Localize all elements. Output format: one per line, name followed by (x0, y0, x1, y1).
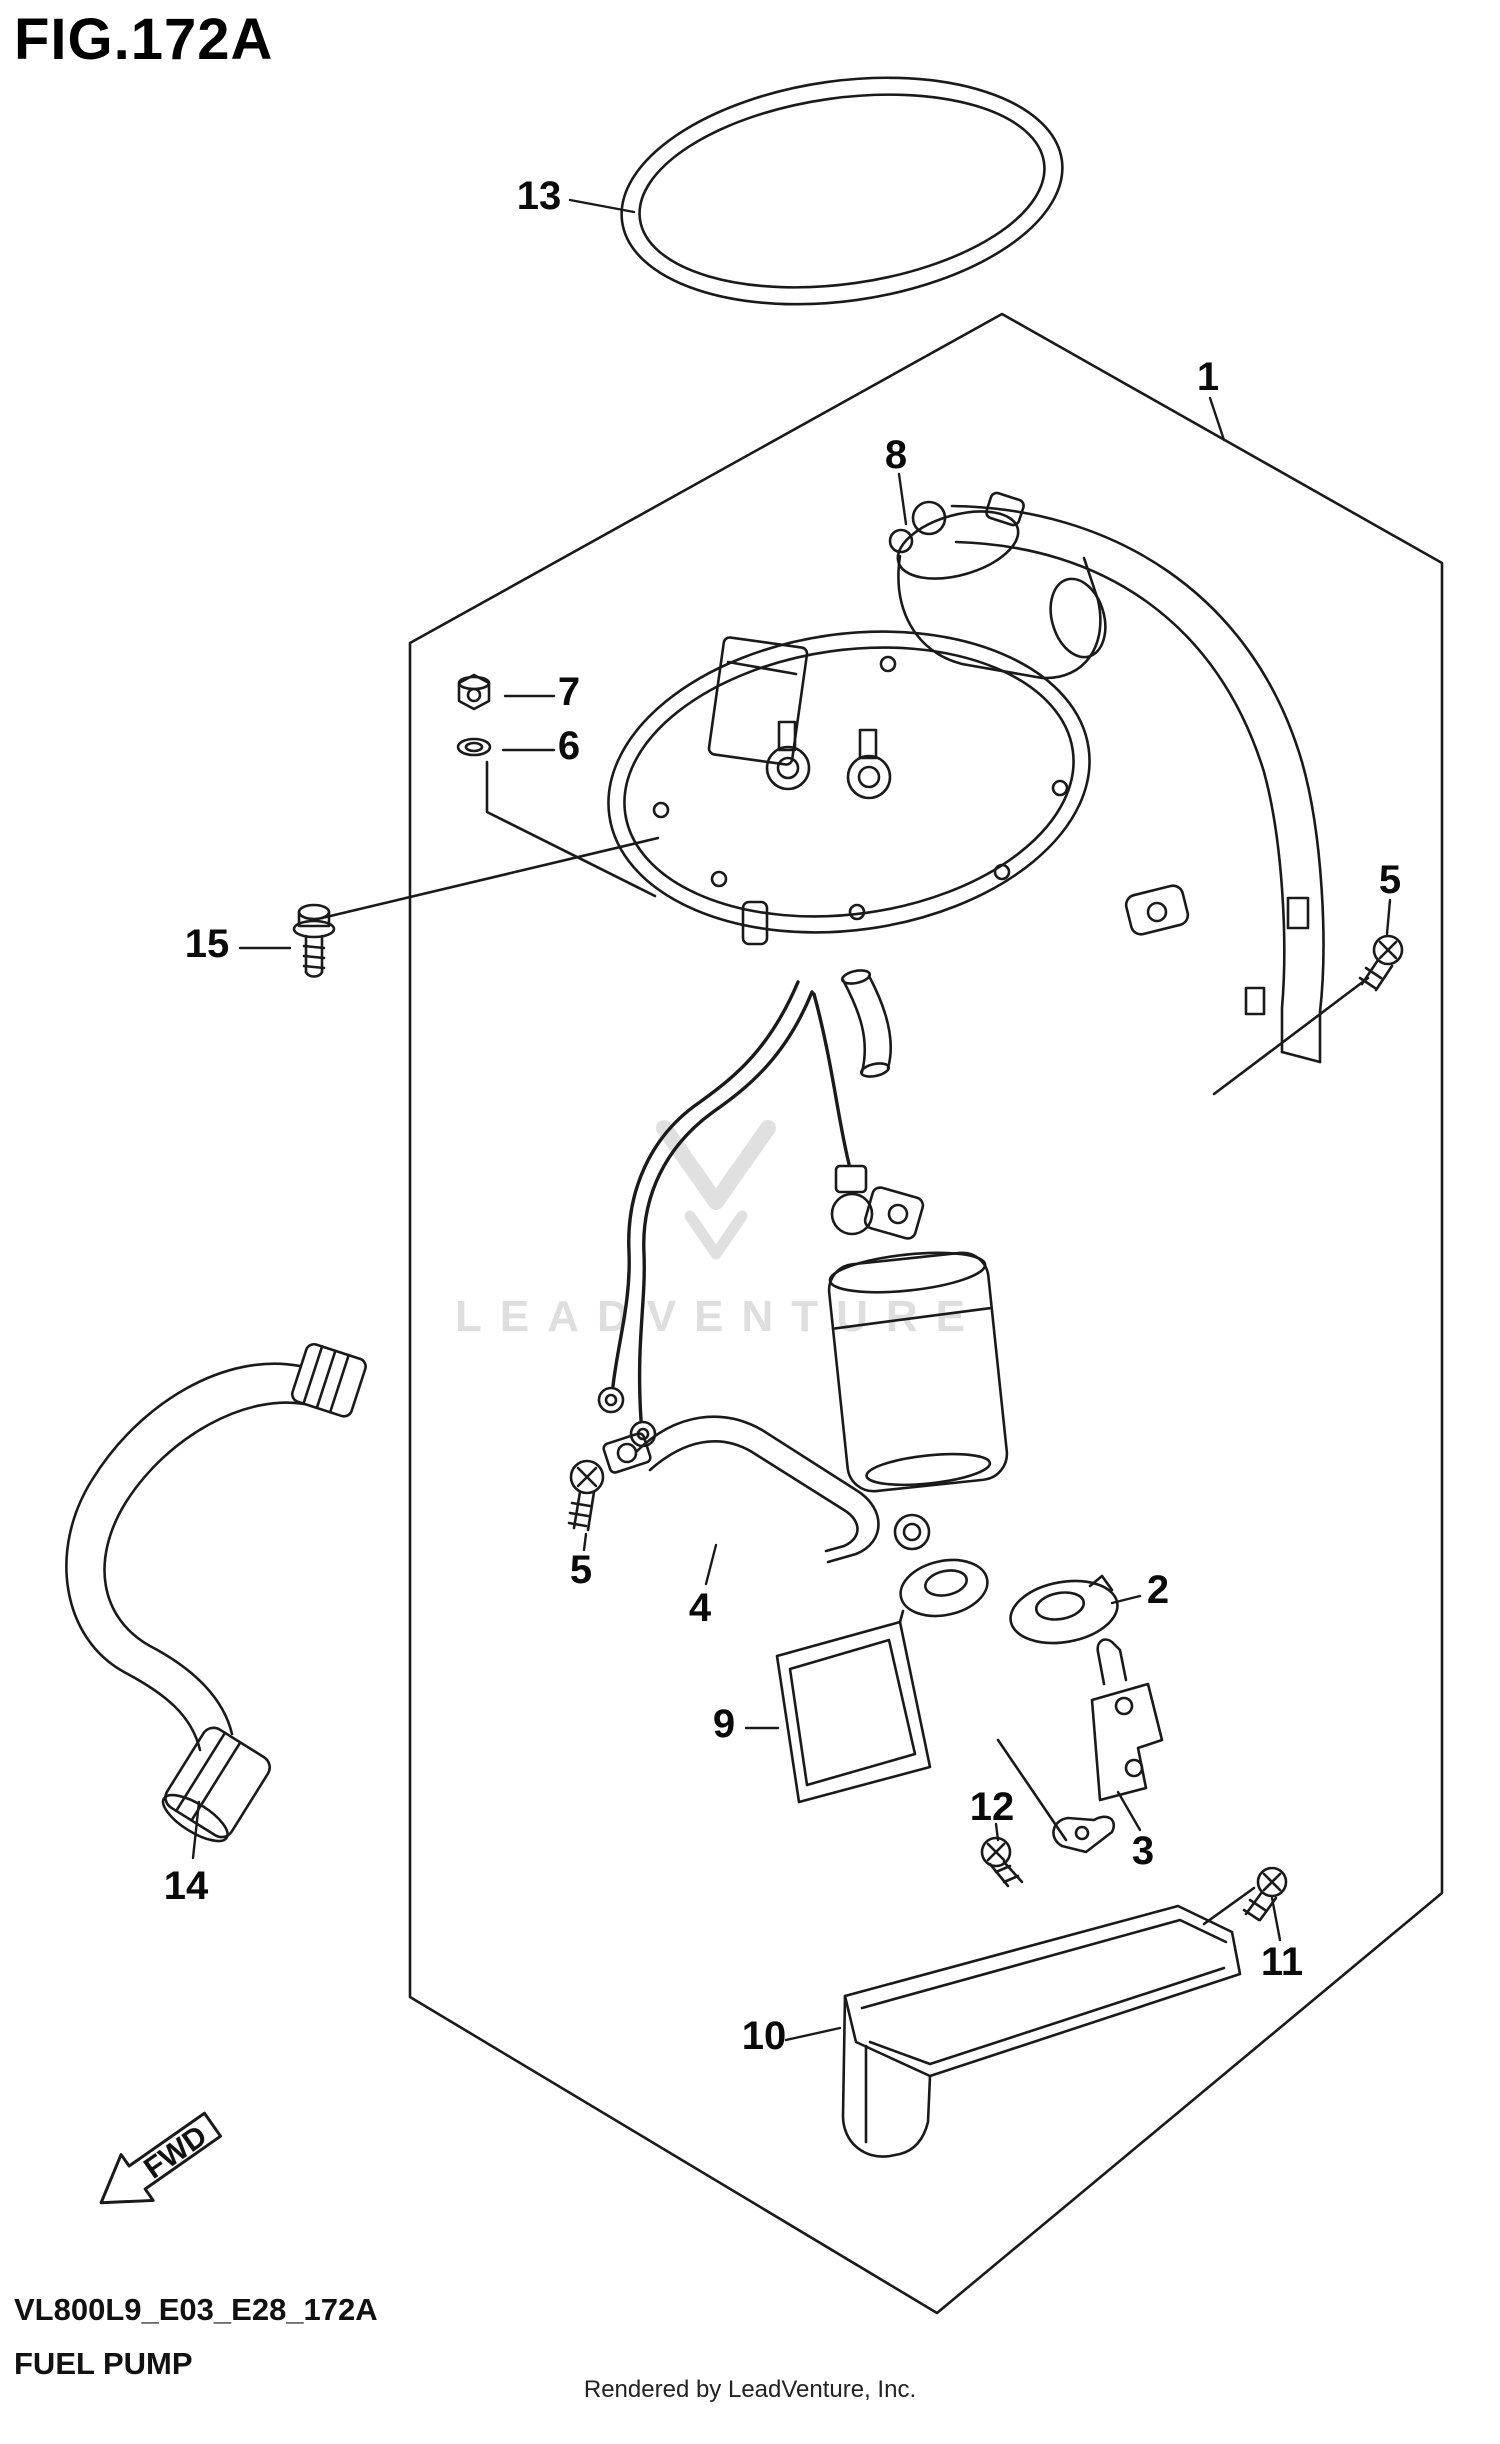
callout-leader-11 (1270, 1896, 1282, 1942)
screw-part5-right (1358, 934, 1404, 992)
construction-lines (320, 760, 1370, 1926)
callout-leader-lines (191, 198, 1392, 2042)
callout-label-4: 4 (688, 1586, 712, 1630)
nut-part7 (457, 673, 491, 711)
pump-strap-bracket-part4 (602, 1415, 880, 1564)
render-credit: Rendered by LeadVenture, Inc. (583, 2376, 917, 2403)
callout-label-5: 5 (1378, 858, 1402, 902)
callout-label-15: 15 (184, 922, 230, 966)
figure-name: FUEL PUMP (14, 2346, 193, 2381)
wiring-harness (597, 980, 851, 1448)
callout-label-10: 10 (741, 2014, 787, 2058)
pump-head-assembly (888, 491, 1107, 680)
screw-part11 (1242, 1866, 1288, 1922)
screw-part12 (980, 1836, 1024, 1888)
watermark-logo-icon (656, 1120, 776, 1260)
fuel-hose-part14 (65, 1342, 367, 1843)
callout-leader-10 (784, 2026, 842, 2042)
callout-label-9: 9 (712, 1702, 736, 1746)
callout-label-13: 13 (516, 174, 562, 218)
bracket-part3 (1052, 1638, 1164, 1854)
fwd-arrow: FWD (99, 2111, 223, 2205)
callout-leader-3 (1116, 1790, 1142, 1832)
callout-label-12: 12 (969, 1785, 1015, 1829)
callout-label-5: 5 (569, 1548, 593, 1592)
fuel-pump-unit (827, 1164, 1009, 1551)
callout-leader-14 (191, 1800, 201, 1860)
callout-leader-8 (897, 472, 908, 526)
figure-code: VL800L9_E03_E28_172A (14, 2292, 378, 2327)
callout-label-6: 6 (557, 724, 581, 768)
pump-tray-part10 (841, 1904, 1242, 2158)
insulator-plate-part9 (775, 1558, 989, 1804)
callout-leader-1 (1208, 396, 1226, 442)
figure-title: FIG.172A (14, 7, 274, 72)
screw-part5-left (567, 1459, 605, 1532)
assembly-box-outline (408, 312, 1444, 2315)
fuel-pump-plate (607, 630, 1091, 1078)
callout-label-3: 3 (1131, 1829, 1155, 1873)
callout-leader-13 (568, 198, 636, 214)
o-ring-part13 (620, 76, 1064, 306)
washer-part6 (456, 737, 492, 757)
callout-leader-5 (582, 1532, 588, 1552)
callout-label-2: 2 (1146, 1568, 1170, 1612)
callout-label-11: 11 (1260, 1940, 1304, 1984)
callout-leader-4 (704, 1543, 718, 1586)
callout-leader-12 (994, 1822, 1000, 1842)
callout-label-1: 1 (1196, 355, 1220, 399)
callout-label-8: 8 (884, 433, 908, 477)
callout-label-7: 7 (557, 670, 581, 714)
screw-part15 (292, 903, 336, 978)
callout-leader-2 (1110, 1594, 1142, 1605)
mounting-bracket (950, 504, 1325, 1064)
callout-label-14: 14 (163, 1864, 209, 1908)
callout-leader-5 (1385, 898, 1392, 936)
